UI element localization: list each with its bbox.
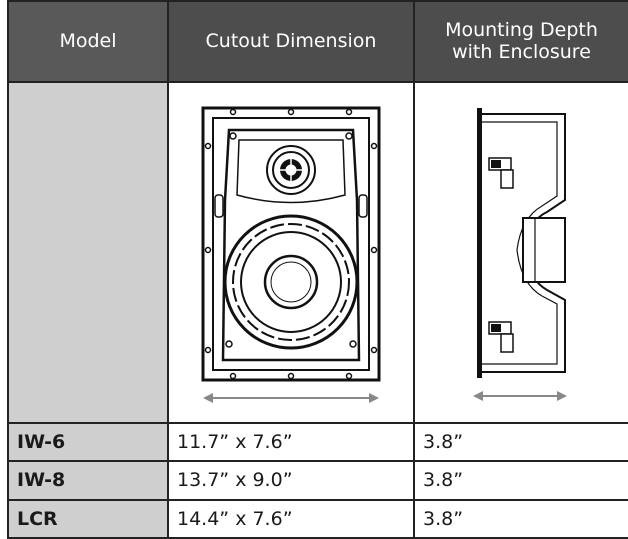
header-depth-line1: Mounting Depth xyxy=(445,19,598,42)
side-view-cell xyxy=(413,80,628,424)
depth-cell: 3.8” xyxy=(413,421,628,463)
model-cell: IW-8 xyxy=(7,460,169,501)
spec-table: Model Cutout Dimension Mounting Depth wi… xyxy=(7,0,628,539)
table-row: IW-6 11.7” x 7.6” 3.8” xyxy=(7,421,628,463)
model-cell: LCR xyxy=(7,498,169,539)
header-model: Model xyxy=(7,0,169,83)
speaker-side-view-icon xyxy=(472,107,567,401)
cutout-cell: 13.7” x 9.0” xyxy=(167,460,415,501)
speaker-front-view-icon xyxy=(201,106,381,403)
header-depth: Mounting Depth with Enclosure xyxy=(413,0,628,83)
table-row: IW-8 13.7” x 9.0” 3.8” xyxy=(7,460,628,501)
header-depth-line2: with Enclosure xyxy=(452,41,591,64)
cutout-cell: 11.7” x 7.6” xyxy=(167,421,415,463)
header-row: Model Cutout Dimension Mounting Depth wi… xyxy=(7,0,628,83)
model-cell: IW-6 xyxy=(7,421,169,463)
illustration-row xyxy=(7,80,628,424)
header-cutout: Cutout Dimension xyxy=(167,0,415,83)
table-row: LCR 14.4” x 7.6” 3.8” xyxy=(7,498,628,539)
front-view-cell xyxy=(167,80,415,424)
depth-cell: 3.8” xyxy=(413,498,628,539)
illustration-model-cell xyxy=(7,80,169,424)
depth-cell: 3.8” xyxy=(413,460,628,501)
cutout-cell: 14.4” x 7.6” xyxy=(167,498,415,539)
